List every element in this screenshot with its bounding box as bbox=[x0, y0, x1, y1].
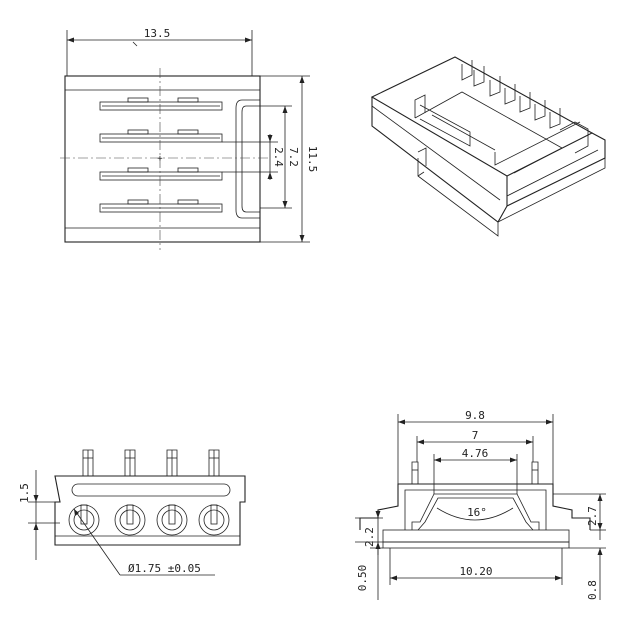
top-view-outline bbox=[64, 75, 261, 243]
dim-top-pitch: 2.4 bbox=[272, 147, 285, 167]
dim-front-diameter: Ø1.75 ±0.05 bbox=[128, 562, 201, 575]
contact-row bbox=[99, 97, 223, 111]
front-view-pins bbox=[82, 449, 220, 476]
side-view: 16° 9.8 7 4.76 10.20 2.7 bbox=[355, 409, 606, 600]
contact-row bbox=[99, 199, 223, 213]
side-view-base bbox=[382, 529, 570, 543]
iso-top-face bbox=[370, 56, 594, 177]
contact-row bbox=[99, 167, 223, 181]
dim-side-base-width: 10.20 bbox=[459, 565, 492, 578]
dim-side-base-left: 0.50 bbox=[356, 565, 369, 592]
dim-top-inner-height: 7.2 bbox=[287, 147, 300, 167]
front-view: Ø1.75 ±0.05 1.5 bbox=[18, 449, 246, 576]
dim-top-height: 11.5 bbox=[306, 146, 319, 173]
top-view: + 13.5 11.5 7.2 2.4 bbox=[60, 27, 319, 250]
dim-side-slot: 4.76 bbox=[462, 447, 489, 460]
contact-row bbox=[99, 129, 223, 143]
isometric-view bbox=[370, 56, 606, 237]
front-view-slot bbox=[71, 483, 231, 497]
top-view-latch bbox=[235, 99, 260, 219]
dim-side-height-right: 2.7 bbox=[586, 506, 599, 526]
dim-side-base-right: 0.8 bbox=[586, 580, 599, 600]
top-view-contacts bbox=[99, 97, 223, 213]
dim-top-width: 13.5 bbox=[144, 27, 171, 40]
dim-side-width: 9.8 bbox=[465, 409, 485, 422]
dim-side-inner: 7 bbox=[472, 429, 479, 442]
svg-text:+: + bbox=[157, 154, 163, 164]
dim-side-height-left: 2.2 bbox=[363, 527, 376, 547]
dim-front-height: 1.5 bbox=[18, 483, 31, 503]
front-view-holes bbox=[68, 504, 230, 536]
dim-side-angle: 16° bbox=[467, 506, 487, 519]
